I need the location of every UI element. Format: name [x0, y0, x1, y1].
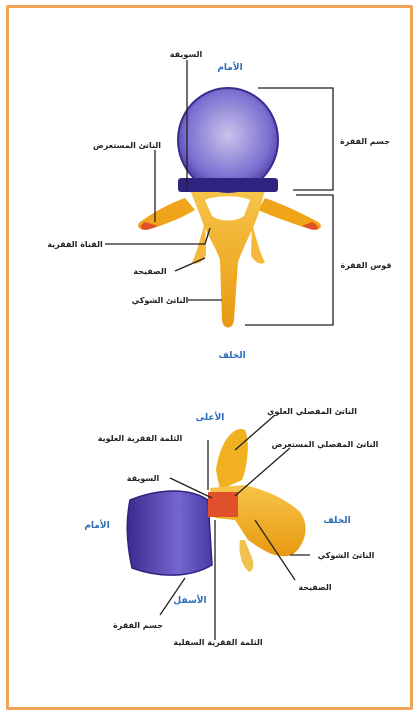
label-pedicle-side: السويقة: [127, 474, 160, 483]
label-transverse-side: الناتئ المفصلي المستعرض: [272, 440, 379, 450]
label-superior-notch: الثلمة الفقرية العلوية: [98, 434, 183, 443]
back-label-side: الخلف: [323, 516, 350, 526]
label-canal-top: القناة الفقرية: [47, 240, 103, 249]
label-pedicle-top: السويقة: [170, 50, 203, 59]
label-inferior-notch: الثلمة الفقرية السفلية: [173, 638, 262, 647]
label-spinous-top: الناتئ الشوكي: [132, 296, 189, 305]
superior-view: [105, 60, 333, 328]
bottom-label-side: الأسفل: [173, 594, 206, 606]
pedicle-side: [208, 492, 238, 517]
vertebral-body: [178, 88, 278, 192]
label-body-top: جسم الفقرة: [340, 137, 390, 146]
label-arch-top: قوس الفقرة: [340, 261, 391, 271]
label-lamina-top: الصفيحة: [133, 267, 167, 276]
front-label-top: الأمام: [217, 61, 242, 73]
label-lamina-side: الصفيحة: [298, 583, 332, 592]
label-body-side: جسم الفقرة: [113, 621, 163, 630]
label-superior-articular: الناتئ المفصلي العلوي: [267, 407, 357, 416]
top-label-side: الأعلى: [196, 411, 225, 423]
superior-articular-process: [216, 429, 248, 490]
vertebral-body-side: [127, 491, 212, 575]
label-transverse-top: الناتئ المستعرض: [93, 141, 161, 151]
label-spinous-side: الناتئ الشوكي: [318, 551, 375, 560]
front-label-side: الأمام: [84, 519, 109, 531]
back-label-top: الخلف: [218, 351, 245, 361]
